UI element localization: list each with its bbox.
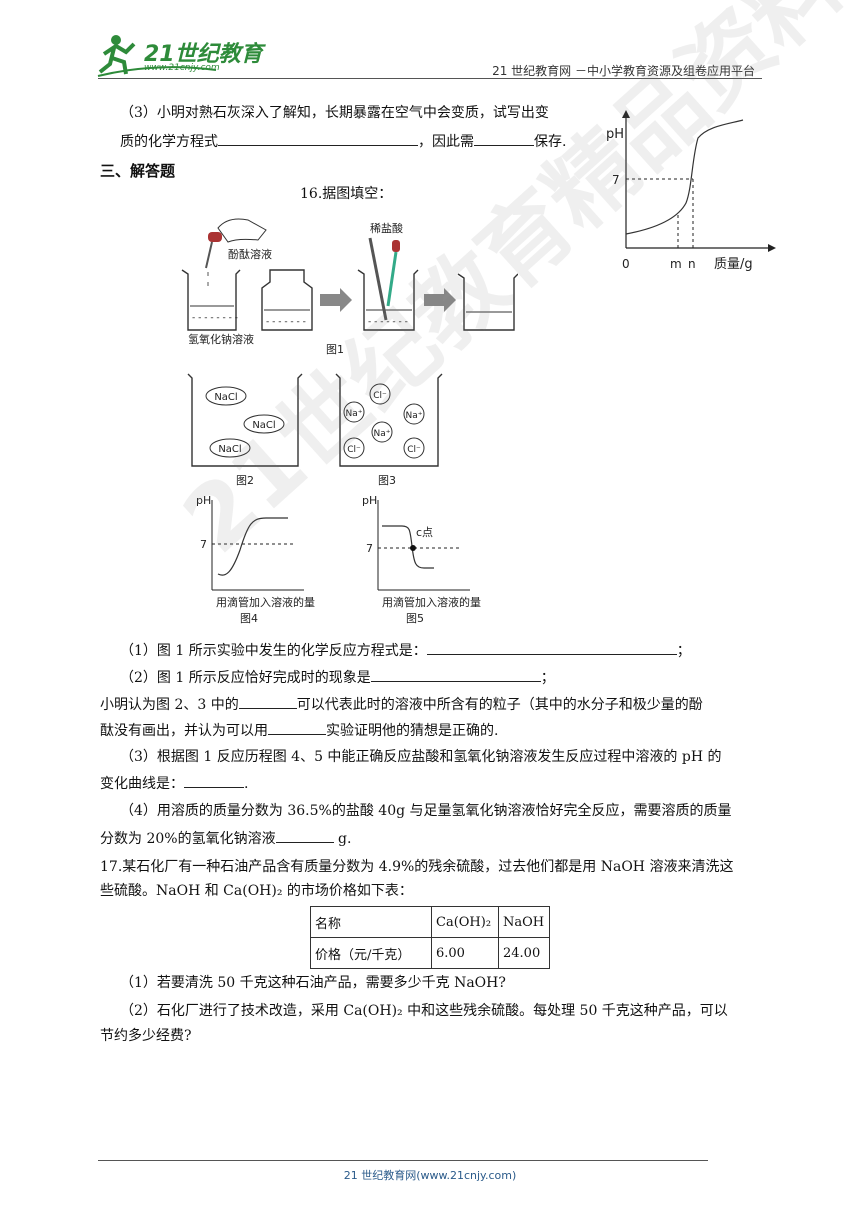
table-cell-label: 价格（元/千克） xyxy=(310,937,432,969)
answer-blank[interactable] xyxy=(426,640,677,655)
table-header-name: 名称 xyxy=(310,906,432,938)
answer-blank[interactable] xyxy=(184,773,244,788)
caption-fig1: 图1 xyxy=(326,343,344,356)
particle-nacl: NaCl xyxy=(218,444,241,455)
caption-fig2: 图2 xyxy=(236,474,254,487)
fig4-y7: 7 xyxy=(200,538,207,551)
graph-x-n: n xyxy=(688,257,696,271)
answer-blank[interactable] xyxy=(370,667,541,682)
q16-part2-line3: 酞没有画出，并认为可以用实验证明他的猜想是正确的. xyxy=(100,720,498,741)
footer-text: 21 世纪教育网(www.21cnjy.com) xyxy=(343,1169,517,1182)
runner-logo-icon xyxy=(97,35,217,77)
logo: 21世纪教育 www.21cnjy.com xyxy=(96,32,266,78)
fig5-y7: 7 xyxy=(366,542,373,555)
caption-fig4: 图4 xyxy=(240,612,258,625)
particle-nacl: NaCl xyxy=(252,420,275,431)
footer-divider xyxy=(98,1160,708,1161)
answer-blank[interactable] xyxy=(238,694,297,709)
q17-line1: 17.某石化厂有一种石油产品含有质量分数为 4.9%的残余硫酸，过去他们都是用 … xyxy=(100,859,734,875)
table-cell-naoh-price: 24.00 xyxy=(498,937,550,969)
table-row: 价格（元/千克） 6.00 24.00 xyxy=(310,937,550,969)
dropper-bulb-icon xyxy=(208,232,222,242)
ion-cl: Cl⁻ xyxy=(407,445,421,455)
svg-text:- - - - - - -: - - - - - - - xyxy=(368,317,408,327)
caption-fig3: 图3 xyxy=(378,474,396,487)
particle-nacl: NaCl xyxy=(214,392,237,403)
figure-2: NaCl NaCl NaCl 图2 xyxy=(187,373,303,487)
graph-xlabel: 质量/g xyxy=(714,257,753,272)
q16-part2: （2）图 1 所示反应恰好完成时的现象是； xyxy=(120,667,555,688)
label-naoh: 氢氧化钠溶液 xyxy=(188,332,254,346)
graph-y7: 7 xyxy=(612,173,620,187)
q15-part3-line2: 质的化学方程式，因此需保存. xyxy=(120,131,566,152)
table-header-naoh: NaOH xyxy=(498,906,550,938)
q16-part1: （1）图 1 所示实验中发生的化学反应方程式是：； xyxy=(120,640,691,661)
ion-cl: Cl⁻ xyxy=(373,391,387,401)
figure-5: c点 pH 7 用滴管加入溶液的量 图5 xyxy=(362,494,481,625)
answer-blank[interactable] xyxy=(275,828,334,843)
fig5-point-label: c点 xyxy=(416,526,433,539)
answer-blank[interactable] xyxy=(218,131,418,146)
arrow-right-icon xyxy=(424,288,456,312)
q15-part3-line1: （3）小明对熟石灰深入了解知，长期暴露在空气中会变质，试写出变 xyxy=(120,105,549,121)
fig4-ylabel: pH xyxy=(196,494,211,507)
svg-text:- - - - - - -: - - - - - - - xyxy=(266,317,306,327)
ion-na: Na⁺ xyxy=(374,429,391,439)
q17-part2-line2: 节约多少经费? xyxy=(100,1028,192,1044)
figure-1: 酚酞溶液 - - - - - - - - - - - - - - - 氢氧化钠溶… xyxy=(181,218,518,356)
table-cell-caoh2-price: 6.00 xyxy=(431,937,499,969)
fig4-xlabel: 用滴管加入溶液的量 xyxy=(216,595,315,609)
answer-blank[interactable] xyxy=(268,720,326,735)
section-title: 三、解答题 xyxy=(100,162,176,180)
label-hcl: 稀盐酸 xyxy=(370,221,403,235)
q17-part1: （1）若要清洗 50 千克这种石油产品，需要多少千克 NaOH? xyxy=(120,975,506,991)
q16-part2-line2: 小明认为图 2、3 中的可以代表此时的溶液中所含有的粒子（其中的水分子和极少量的… xyxy=(100,694,703,715)
svg-text:- - - - - - - -: - - - - - - - - xyxy=(192,313,238,323)
ion-cl: Cl⁻ xyxy=(347,445,361,455)
caption-fig5: 图5 xyxy=(406,612,424,625)
figure-4: pH 7 用滴管加入溶液的量 图4 xyxy=(196,494,315,625)
logo-text: 21世纪教育 xyxy=(144,42,263,67)
answer-blank[interactable] xyxy=(474,131,534,146)
graph-ylabel: pH xyxy=(606,127,624,142)
q16-part3-line1: （3）根据图 1 反应历程图 4、5 中能正确反应盐酸和氢氧化钠溶液发生反应过程… xyxy=(120,749,722,765)
ion-na: Na⁺ xyxy=(406,411,423,421)
ph-mass-graph: pH 7 0 m n 质量/g xyxy=(606,110,776,272)
q17-part2-line1: （2）石化厂进行了技术改造，采用 Ca(OH)₂ 中和这些残余硫酸。每处理 50… xyxy=(120,1003,728,1019)
graph-origin: 0 xyxy=(622,257,630,271)
figure-3: Cl⁻ Na⁺ Na⁺ Na⁺ Cl⁻ Cl⁻ 图3 xyxy=(335,373,443,487)
table-row: 名称 Ca(OH)₂ NaOH xyxy=(310,906,550,938)
q17-line2: 些硫酸。NaOH 和 Ca(OH)₂ 的市场价格如下表： xyxy=(100,883,413,899)
q16-title: 16.据图填空： xyxy=(300,186,393,202)
point-c xyxy=(410,545,416,551)
price-table: 名称 Ca(OH)₂ NaOH 价格（元/千克） 6.00 24.00 xyxy=(310,906,550,969)
arrow-right-icon xyxy=(320,288,352,312)
logo-url: www.21cnjy.com xyxy=(144,63,220,73)
table-header-caoh2: Ca(OH)₂ xyxy=(431,906,499,938)
q16-part4-line1: （4）用溶质的质量分数为 36.5%的盐酸 40g 与足量氢氧化钠溶液恰好完全反… xyxy=(120,803,732,819)
header-divider xyxy=(98,78,762,79)
q16-part3-line2: 变化曲线是：. xyxy=(100,773,248,794)
fig5-xlabel: 用滴管加入溶液的量 xyxy=(382,595,481,609)
header-site-title: 21 世纪教育网 －中小学教育资源及组卷应用平台 xyxy=(492,64,755,78)
label-phenolphthalein: 酚酞溶液 xyxy=(228,247,272,261)
ion-na: Na⁺ xyxy=(346,409,363,419)
glass-rod-icon xyxy=(368,237,388,321)
fig5-ylabel: pH xyxy=(362,494,377,507)
graph-x-m: m xyxy=(670,257,682,271)
q16-part4-line2: 分数为 20%的氢氧化钠溶液 g. xyxy=(100,828,351,849)
